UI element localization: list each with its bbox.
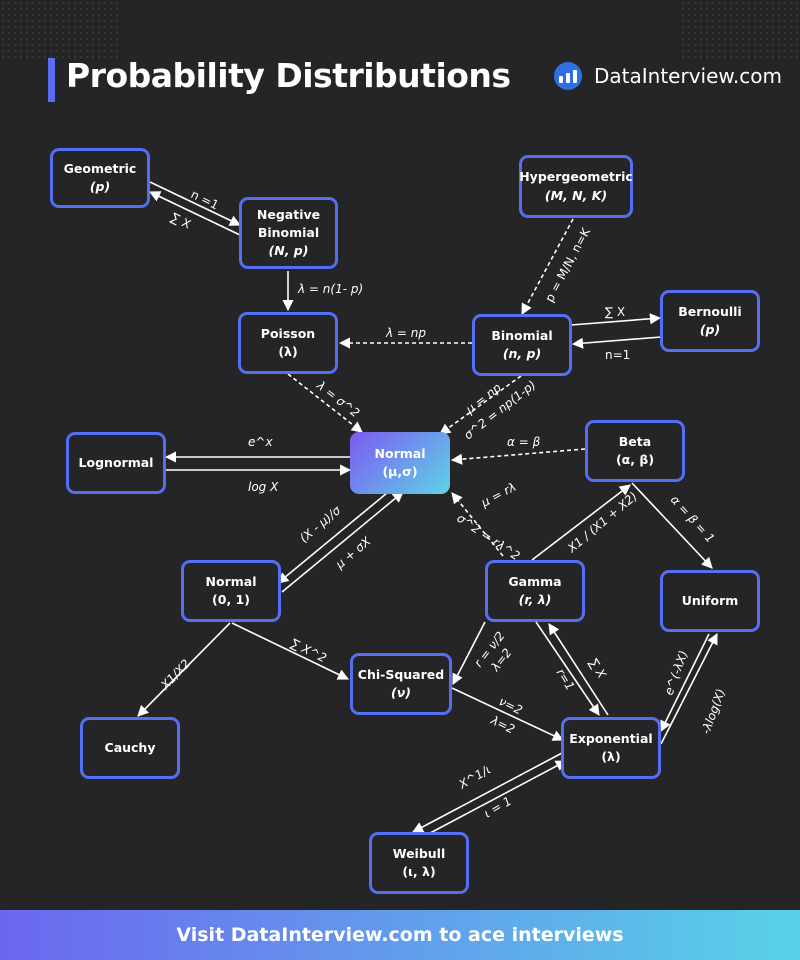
edge-weibull-to-exponential — [416, 760, 567, 841]
node-params: (μ,σ) — [382, 464, 418, 479]
edge-label: ∑ X — [169, 210, 193, 231]
edge-label: α = β — [507, 435, 541, 449]
edge-chi-squared-to-exponential — [451, 687, 565, 741]
edge-label: log X — [248, 480, 279, 494]
edge-label: (X - μ)/σ — [297, 503, 344, 545]
node-name: Normal — [205, 573, 257, 589]
edge-label: λ = n(1- p) — [297, 282, 363, 296]
node-params: (λ) — [601, 749, 621, 764]
node-params: (α, β) — [615, 452, 655, 467]
edge-standard-normal-to-cauchy — [137, 622, 231, 717]
node-gamma[interactable]: Gamma (r, λ) — [485, 560, 585, 622]
node-params: (p) — [699, 322, 721, 337]
title-accent-bar — [48, 58, 55, 102]
node-poisson[interactable]: Poisson (λ) — [238, 312, 338, 374]
edge-label: σ^2 = rλ^2 — [454, 511, 522, 563]
node-name: Binomial — [257, 224, 320, 240]
footer-text: Visit DataInterview.com to ace interview… — [176, 924, 624, 946]
node-name: Exponential — [569, 730, 653, 746]
edge-label: ∑ X — [605, 305, 625, 319]
edge-bernoulli-to-binomial — [571, 336, 662, 349]
node-normal[interactable]: Normal (μ,σ) — [350, 432, 450, 494]
node-name: Normal — [374, 445, 426, 461]
edge-poisson-to-normal — [287, 373, 363, 433]
node-params: (M, N, K) — [544, 187, 608, 203]
edge-exponential-to-gamma — [548, 623, 609, 716]
brand[interactable]: DataInterview.com — [554, 62, 782, 90]
node-geometric[interactable]: Geometric (p) — [50, 148, 150, 208]
edge-exponential-to-weibull — [412, 752, 563, 833]
edge-label: n=1 — [605, 348, 630, 362]
node-cauchy[interactable]: Cauchy — [80, 717, 180, 779]
node-name: Bernoulli — [678, 303, 742, 319]
node-weibull[interactable]: Weibull (ι, λ) — [369, 832, 469, 894]
node-lognormal[interactable]: Lognormal — [66, 432, 166, 494]
node-name: Geometric — [63, 160, 137, 176]
node-bernoulli[interactable]: Bernoulli (p) — [660, 290, 760, 352]
node-name: Poisson — [260, 325, 316, 341]
edge-standard-normal-to-normal — [281, 491, 404, 593]
node-hypergeometric[interactable]: Hypergeometric (M, N, K) — [519, 155, 633, 218]
edge-label: e^x — [248, 435, 273, 449]
node-name: Gamma — [508, 573, 562, 589]
page-title: Probability Distributions — [66, 56, 511, 95]
edge-normal-to-standard-normal — [277, 492, 388, 584]
node-name: Weibull — [392, 845, 446, 861]
edge-binomial-to-normal — [439, 375, 522, 435]
edge-label: p = M/N, n=K — [542, 225, 593, 305]
edge-label: X^1/ι — [456, 762, 493, 792]
dot-pattern-decoration — [0, 0, 120, 60]
edge-label: X1 / (X1 + X2) — [564, 489, 640, 556]
node-params: (N, p) — [268, 243, 309, 259]
footer-cta-banner[interactable]: Visit DataInterview.com to ace interview… — [0, 910, 800, 960]
node-name: Lognormal — [78, 454, 154, 470]
edge-gamma-to-exponential — [535, 621, 600, 716]
node-name: Cauchy — [104, 739, 156, 755]
node-name: Hypergeometric — [519, 169, 633, 185]
edge-binomial-to-bernoulli — [570, 313, 662, 326]
edge-negbinomial-to-geometric — [148, 191, 241, 236]
node-params: (0, 1) — [212, 592, 250, 607]
dot-pattern-decoration — [680, 0, 800, 60]
node-params: (ν) — [391, 685, 411, 700]
edge-label: ∑ X — [586, 656, 609, 681]
node-exponential[interactable]: Exponential (λ) — [561, 717, 661, 779]
node-uniform[interactable]: Uniform — [660, 570, 760, 632]
node-name: Binomial — [491, 327, 553, 343]
edge-label: μ = rλ — [478, 480, 518, 510]
node-chi-squared[interactable]: Chi-Squared (ν) — [350, 653, 452, 715]
node-params: (r, λ) — [518, 592, 552, 607]
edge-gamma-to-beta — [531, 484, 631, 561]
node-name: Beta — [618, 433, 652, 449]
node-binomial[interactable]: Binomial (n, p) — [472, 314, 572, 376]
node-params: (ι, λ) — [402, 864, 436, 879]
node-name: Negative — [256, 206, 321, 222]
node-params: (p) — [89, 179, 111, 194]
edge-label: λ = np — [385, 326, 426, 340]
edge-label: α = β = 1 — [668, 493, 718, 546]
edge-uniform-to-exponential — [660, 633, 710, 733]
edge-label: ν=2 — [497, 694, 525, 717]
node-params: (λ) — [278, 344, 298, 359]
node-params: (n, p) — [502, 346, 542, 361]
edge-hypergeometric-to-binomial — [521, 218, 574, 315]
edge-standard-normal-to-chi-squared — [231, 622, 350, 680]
node-negative-binomial[interactable]: Negative Binomial (N, p) — [239, 197, 338, 269]
edge-gamma-to-chi-squared — [452, 621, 486, 685]
edge-beta-to-normal — [450, 448, 586, 465]
brand-name: DataInterview.com — [594, 64, 782, 88]
edge-label: e^(-λX) — [662, 649, 691, 697]
node-name: Chi-Squared — [357, 666, 445, 682]
node-name: Uniform — [681, 592, 739, 608]
edge-label: -λlog(X) — [699, 687, 728, 736]
edge-label: μ + σX — [332, 534, 374, 572]
bar-chart-logo-icon — [554, 62, 582, 90]
node-standard-normal[interactable]: Normal (0, 1) — [181, 560, 281, 622]
edge-beta-to-uniform — [631, 482, 713, 569]
edge-geometric-to-negbinomial — [149, 181, 242, 226]
node-beta[interactable]: Beta (α, β) — [585, 420, 685, 482]
edge-label: X1/X2 — [157, 657, 193, 693]
edge-label: r=1 — [553, 666, 577, 693]
